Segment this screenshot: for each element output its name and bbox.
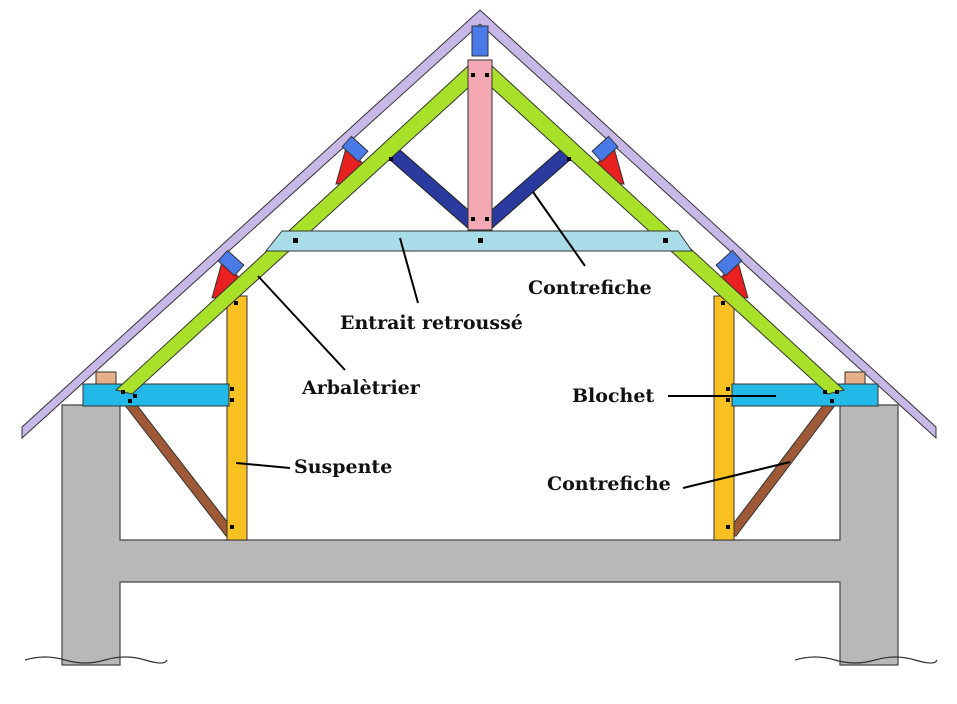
leader-contrefiche-top [532, 191, 586, 267]
leader-suspente [235, 462, 291, 469]
leader-arbaletrier [257, 275, 346, 371]
label-blochet: Blochet [572, 385, 654, 407]
ridge-cleat [471, 25, 489, 57]
label-arbaletrier: Arbalètrier [301, 377, 421, 399]
right-arbaletrier [491, 64, 846, 395]
label-entrait-retrousse: Entrait retroussé [340, 312, 523, 334]
right-lower-cleat [715, 249, 743, 277]
leader-contrefiche-bottom [682, 461, 791, 489]
right-contrefiche-bottom [722, 403, 838, 537]
leader-entrait [399, 237, 419, 304]
left-lower-cleat [217, 249, 245, 277]
peg-marks [121, 73, 839, 529]
left-suspente [226, 295, 248, 541]
left-arbaletrier [114, 64, 469, 395]
right-ground-break [794, 656, 938, 664]
roof-covering [21, 9, 937, 440]
label-suspente: Suspente [294, 456, 392, 478]
left-ground-break [24, 656, 168, 664]
left-upper-cleat [341, 135, 369, 163]
right-suspente [713, 295, 735, 541]
poincon [467, 59, 493, 231]
right-upper-cleat [591, 135, 619, 163]
left-blochet [82, 383, 230, 407]
label-contrefiche-bottom: Contrefiche [547, 473, 671, 495]
label-contrefiche-top: Contrefiche [528, 277, 652, 299]
left-contrefiche-bottom [122, 403, 240, 537]
masonry-wall-and-floor [61, 404, 899, 666]
